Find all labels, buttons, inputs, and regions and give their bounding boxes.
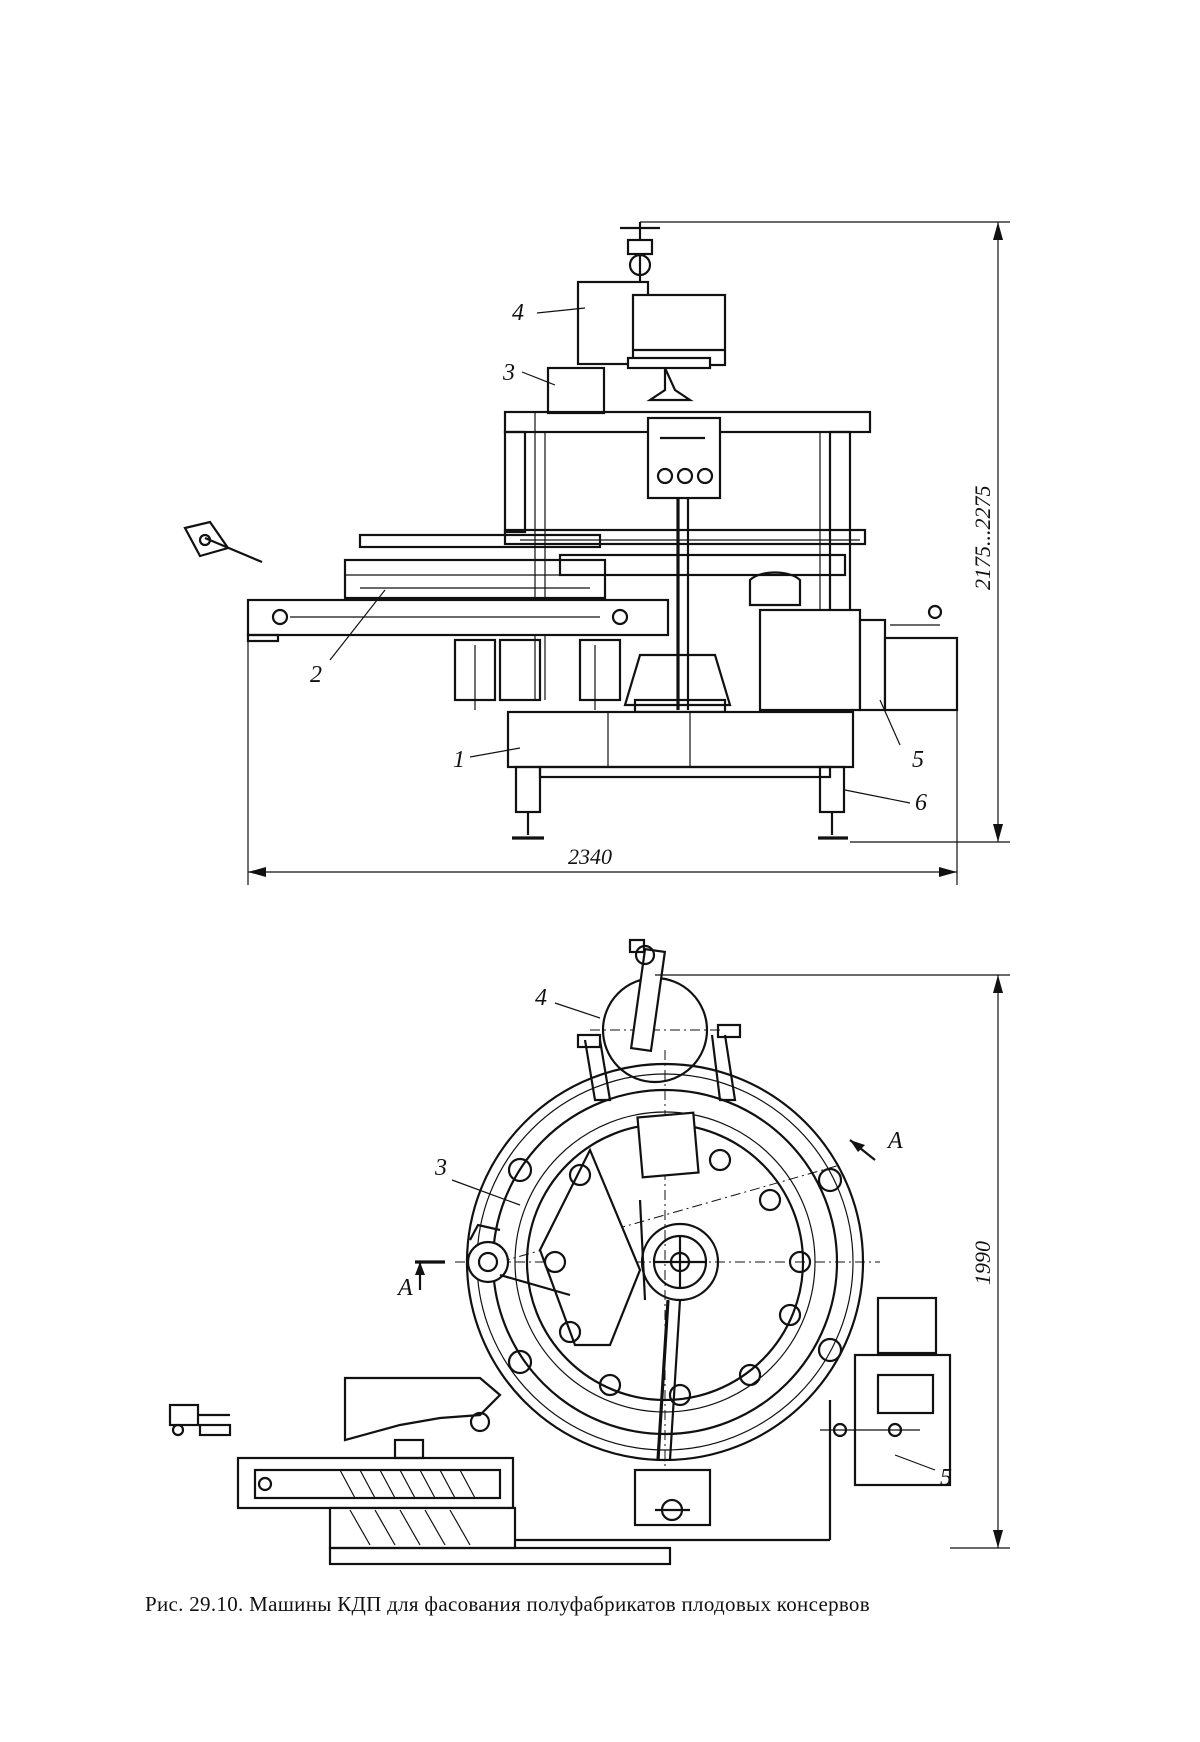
side-view: 4 3 2 1 5 6 2340 2175...2275 bbox=[185, 222, 1010, 885]
hopper-3-plan bbox=[637, 1113, 698, 1178]
dosing-head bbox=[648, 418, 720, 498]
gearbox bbox=[633, 295, 725, 365]
section-mark-a-right: A bbox=[850, 1128, 903, 1160]
side-label-3: 3 bbox=[502, 360, 515, 386]
side-label-2: 2 bbox=[310, 662, 322, 688]
turntable bbox=[505, 530, 865, 544]
caption-prefix: Рис. 29.10. bbox=[145, 1592, 244, 1616]
caption-text: Машины КДП для фасования полуфабрикатов … bbox=[249, 1592, 870, 1616]
right-cabinet bbox=[760, 610, 860, 710]
feed-conveyor-2 bbox=[360, 535, 600, 547]
dimension-width-label: 2340 bbox=[568, 844, 612, 869]
side-label-1: 1 bbox=[453, 747, 465, 773]
side-label-6: 6 bbox=[915, 790, 927, 816]
control-box-5 bbox=[885, 638, 957, 710]
plan-label-5: 5 bbox=[940, 1465, 952, 1491]
dimension-1990-label: 1990 bbox=[970, 1241, 995, 1285]
side-label-5: 5 bbox=[912, 747, 924, 773]
main-frame-1 bbox=[508, 712, 853, 767]
hopper-3 bbox=[548, 368, 604, 413]
plan-handle-icon bbox=[170, 1405, 230, 1435]
plan-label-4: 4 bbox=[535, 985, 547, 1011]
section-label-a-left: A bbox=[396, 1275, 413, 1301]
bottom-clamp bbox=[635, 1470, 710, 1525]
dimension-height-label: 2175...2275 bbox=[970, 486, 995, 591]
screw-conveyor bbox=[238, 1458, 513, 1508]
figure-caption: Рис. 29.10. Машины КДП для фасования пол… bbox=[145, 1592, 1085, 1617]
section-mark-a-left: A bbox=[396, 1262, 445, 1301]
lever-handle-icon bbox=[185, 522, 262, 562]
section-label-a-right: A bbox=[886, 1128, 903, 1154]
plan-view: A A 4 3 5 1990 bbox=[170, 940, 1010, 1564]
plan-label-3: 3 bbox=[434, 1155, 447, 1181]
side-label-4: 4 bbox=[512, 300, 524, 326]
dimension-1990: 1990 bbox=[655, 975, 1010, 1548]
handwheel-icon bbox=[620, 222, 660, 285]
